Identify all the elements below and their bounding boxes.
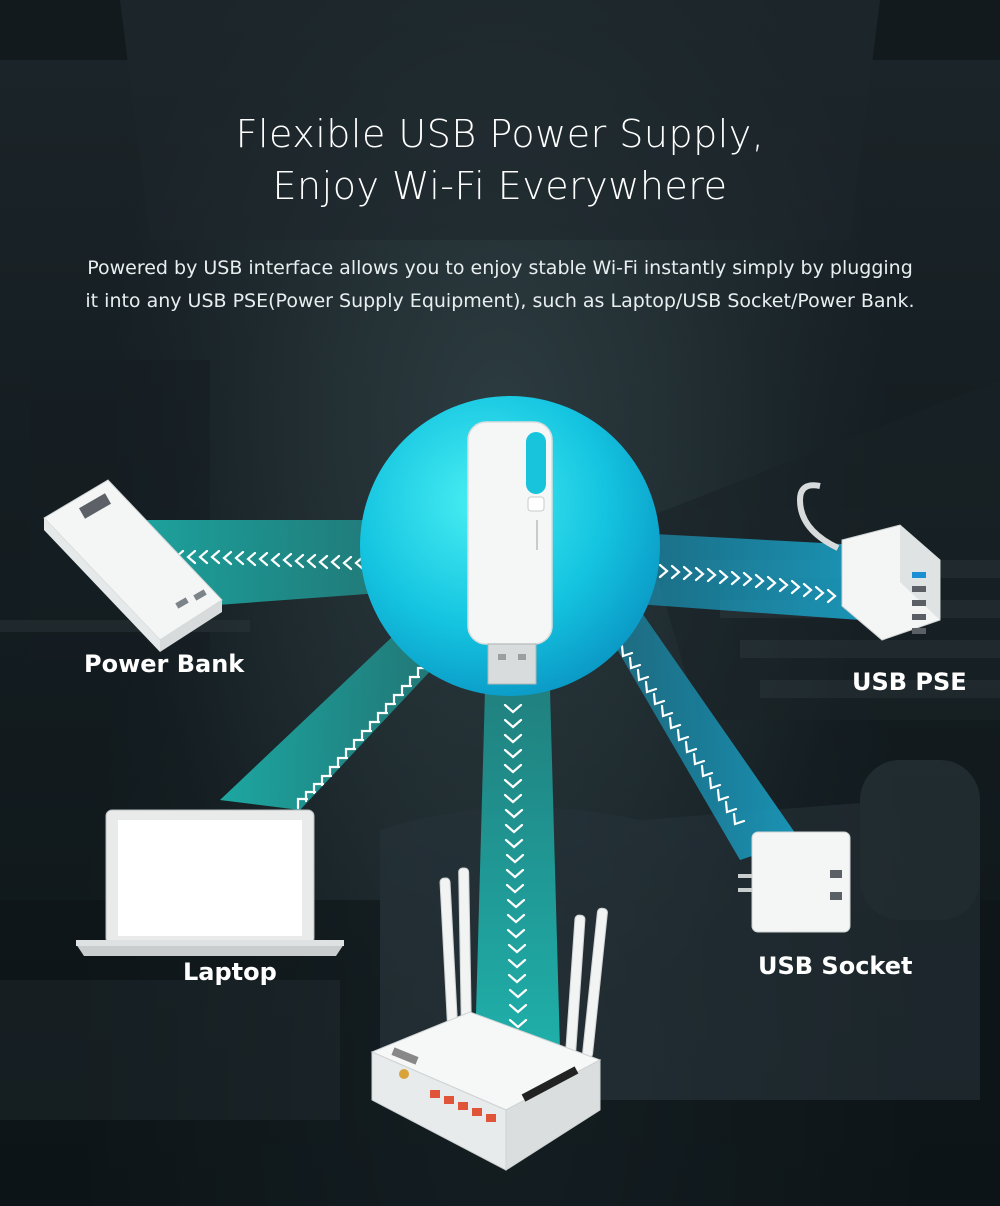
headline-line-2: Enjoy Wi-Fi Everywhere (272, 164, 728, 208)
headline-line-1: Flexible USB Power Supply, (235, 112, 765, 156)
label-usb-pse: USB PSE (852, 668, 967, 696)
beam-laptop (220, 620, 450, 810)
label-usb-socket: USB Socket (758, 952, 913, 980)
power-bank-image (43, 479, 223, 652)
headline: Flexible USB Power Supply, Enjoy Wi-Fi E… (0, 108, 1000, 212)
description: Powered by USB interface allows you to e… (60, 252, 940, 318)
usb-socket-image (738, 831, 851, 933)
label-power-bank: Power Bank (84, 650, 245, 678)
laptop-image (76, 809, 344, 956)
beam-router (475, 690, 560, 1050)
description-line-1: Powered by USB interface allows you to e… (87, 257, 913, 279)
usb-adapter-image (467, 421, 553, 685)
description-line-2: it into any USB PSE(Power Supply Equipme… (85, 290, 915, 312)
beam-usb-socket (600, 610, 800, 860)
label-laptop: Laptop (183, 958, 277, 986)
router-image (370, 867, 608, 1171)
usb-pse-image (796, 482, 941, 641)
